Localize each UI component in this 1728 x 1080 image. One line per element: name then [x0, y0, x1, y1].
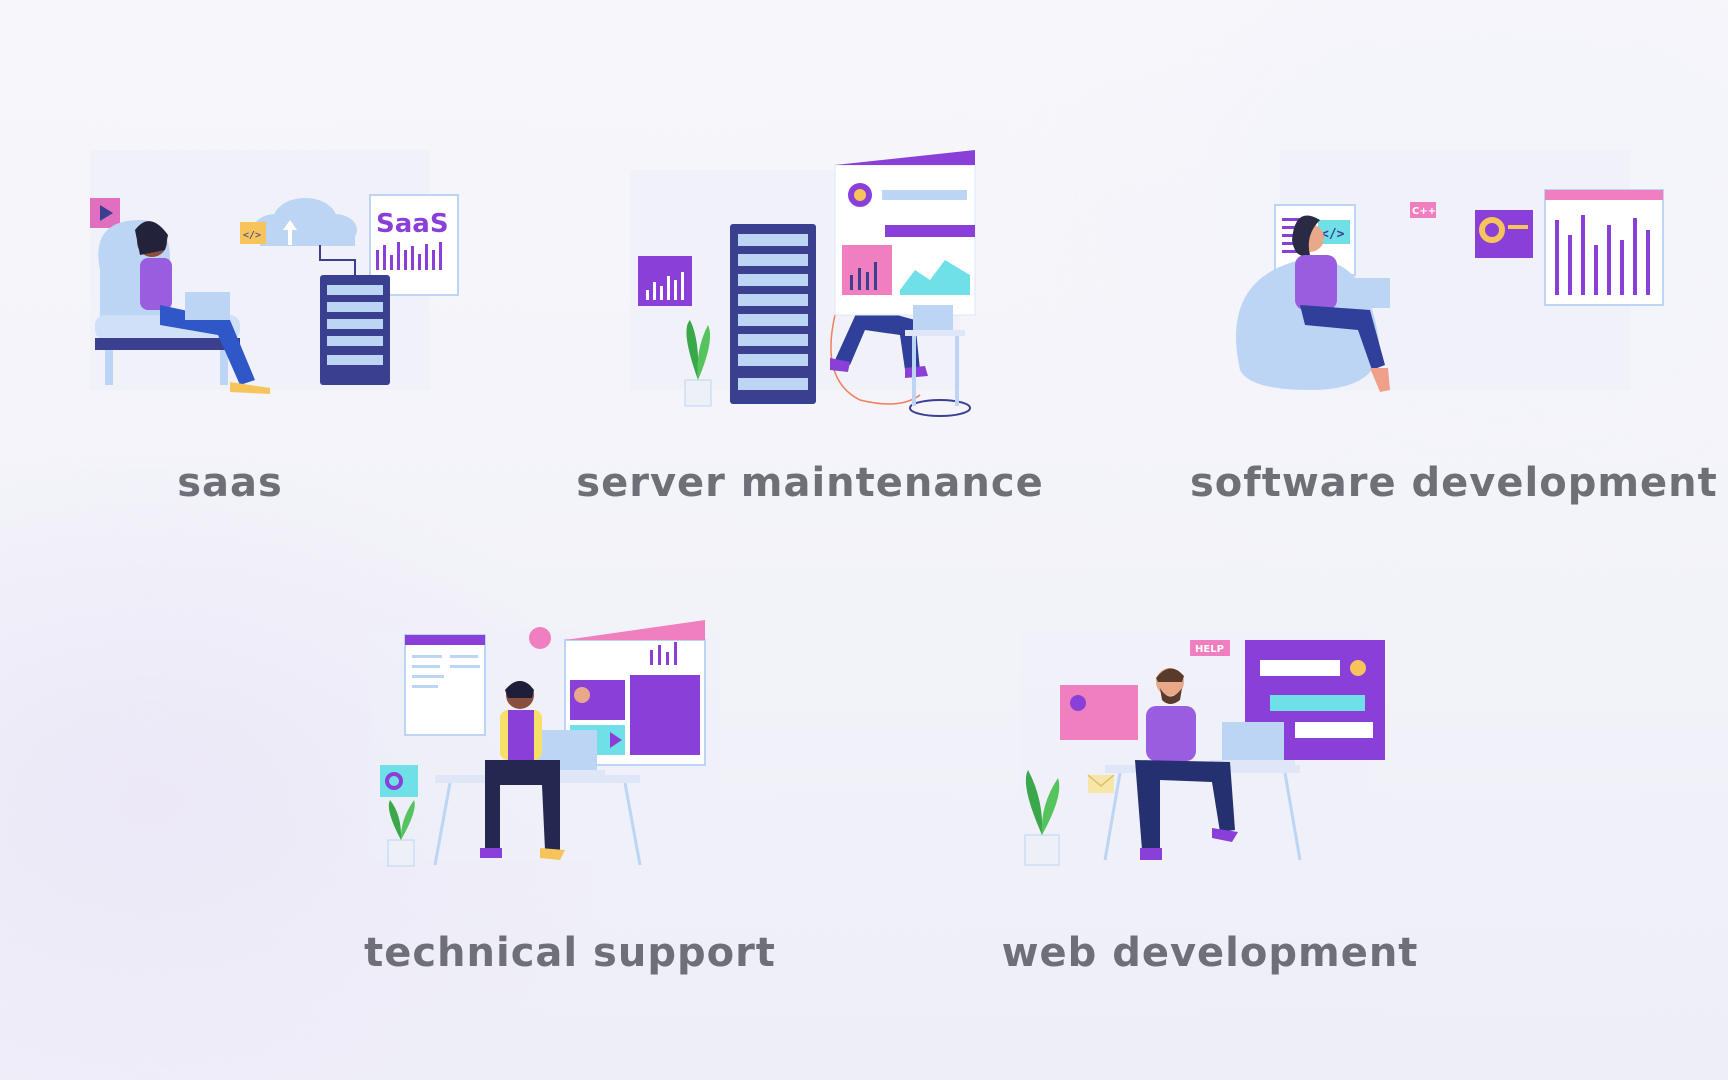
plant-icon	[1024, 770, 1060, 866]
svg-text:</>: </>	[243, 230, 261, 241]
card-server-maintenance[interactable]: server maintenance	[576, 150, 1080, 530]
server-maintenance-illustration	[630, 150, 976, 417]
card-label: saas	[177, 460, 283, 506]
card-technical-support[interactable]: technical support	[360, 610, 780, 990]
svg-text:HELP: HELP	[1195, 644, 1224, 655]
card-software-development[interactable]: </> C++ software development	[1190, 150, 1728, 530]
saas-illustration: SaaS </>	[90, 150, 459, 394]
plant-icon	[387, 800, 415, 867]
svg-text:</>: </>	[1321, 227, 1345, 242]
software-development-illustration: </> C++	[1236, 150, 1664, 392]
card-web-development[interactable]: HELP web development	[1000, 610, 1420, 990]
svg-text:C++: C++	[1412, 206, 1436, 217]
plant-icon	[684, 320, 712, 407]
card-saas[interactable]: SaaS </> saas	[80, 150, 480, 530]
envelope-icon	[1088, 775, 1114, 793]
phone-icon	[1070, 695, 1086, 711]
card-label: server maintenance	[576, 460, 1044, 506]
card-label: software development	[1190, 460, 1718, 506]
technical-support-illustration	[370, 620, 720, 867]
card-label: web development	[1001, 930, 1419, 976]
saas-badge-text: SaaS	[376, 209, 449, 239]
web-development-illustration: HELP	[1020, 630, 1385, 866]
card-label: technical support	[364, 930, 776, 976]
